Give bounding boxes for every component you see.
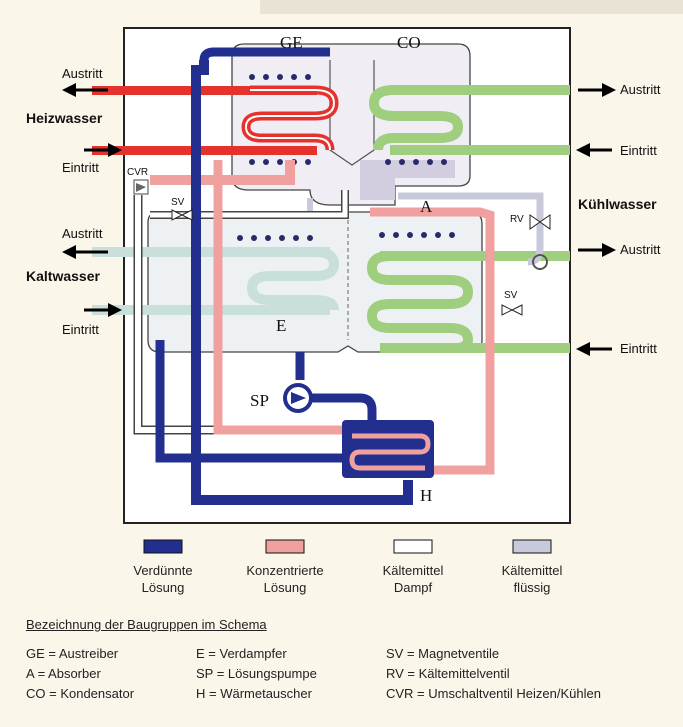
abbr-sv: SV = Magnetventile <box>386 646 500 661</box>
heizwasser-label: Heizwasser <box>26 110 103 126</box>
arrow-kuehl-eintritt-top <box>576 143 612 157</box>
cooling-water-lines <box>366 85 570 353</box>
abbr-co: CO = Kondensator <box>26 686 135 701</box>
sv-valve-right <box>501 304 523 316</box>
concentrated-line-left <box>213 160 360 435</box>
unit-co-label: CO <box>397 33 421 52</box>
legend-vapor-line1: Kältemittel <box>382 563 444 578</box>
diluted-line-top <box>199 47 330 61</box>
vapor-line <box>135 195 250 433</box>
legend-concentrated-line2: Lösung <box>263 580 307 595</box>
heating-water-lines <box>92 85 339 155</box>
unit-e-label: E <box>276 316 287 335</box>
legend-vapor-line2: Dampf <box>393 580 433 595</box>
abbreviation-title: Bezeichnung der Baugruppen im Schema <box>26 617 267 632</box>
cvr-valve <box>133 179 149 195</box>
legend-liquid-line1: Kältemittel <box>501 563 563 578</box>
valve-sv-right-label: SV <box>504 290 518 301</box>
arrow-kuehl-eintritt-bottom <box>576 342 612 356</box>
abbr-sp: SP = Lösungspumpe <box>196 666 317 681</box>
legend-liquid-line2: flüssig <box>513 580 551 595</box>
legend-diluted-line1: Verdünnte <box>133 563 193 578</box>
unit-a-label: A <box>420 197 433 216</box>
unit-h-label: H <box>420 486 433 505</box>
condenser-liquid <box>360 160 455 200</box>
unit-sp-label: SP <box>250 391 269 410</box>
e-spray-nozzles <box>237 235 313 241</box>
legend-concentrated-line1: Konzentrierte <box>246 563 324 578</box>
rv-valve <box>529 214 551 270</box>
diluted-line-evap <box>155 340 345 463</box>
kuehlwasser-label: Kühlwasser <box>578 196 657 212</box>
legend-diluted: Verdünnte Lösung <box>128 562 198 596</box>
ge-co-divider <box>329 60 375 166</box>
legend-vapor: Kältemittel Dampf <box>375 562 451 596</box>
diluted-line-main <box>191 60 413 505</box>
legend-concentrated: Konzentrierte Lösung <box>240 562 330 596</box>
arrow-kuehl-austritt-top <box>578 83 616 97</box>
co-drip-nozzles <box>385 159 447 165</box>
legend-swatch-concentrated <box>265 539 305 554</box>
pump-triangle-icon <box>291 392 306 404</box>
kalt-austritt-label: Austritt <box>62 226 103 241</box>
abbr-h: H = Wärmetauscher <box>196 686 312 701</box>
valve-cvr-label: CVR <box>127 167 149 178</box>
valve-rv-label: RV <box>510 214 524 225</box>
kuehl-austritt-bottom-label: Austritt <box>620 242 661 257</box>
refrigerant-liquid-line <box>398 192 544 266</box>
unit-ge-label: GE <box>280 33 303 52</box>
legend-swatch-liquid <box>512 539 552 554</box>
heat-exchanger-inner-coil <box>349 433 431 471</box>
arrow-heiz-austritt <box>62 83 108 97</box>
heiz-eintritt-label: Eintritt <box>62 160 99 175</box>
abbr-rv: RV = Kältemittelventil <box>386 666 510 681</box>
abbr-cvr: CVR = Umschaltventil Heizen/Kühlen <box>386 686 601 701</box>
kuehl-austritt-top-label: Austritt <box>620 82 661 97</box>
arrow-kalt-austritt <box>62 245 108 259</box>
heiz-austritt-label: Austritt <box>62 66 103 81</box>
legend-liquid: Kältemittel flüssig <box>494 562 570 596</box>
top-shade <box>260 0 683 14</box>
abbr-a: A = Absorber <box>26 666 101 681</box>
kalt-eintritt-label: Eintritt <box>62 322 99 337</box>
arrow-heiz-eintritt <box>84 143 122 157</box>
kuehl-eintritt-top-label: Eintritt <box>620 143 657 158</box>
valve-sv-top-label: SV <box>171 197 185 208</box>
arrow-kalt-eintritt <box>84 303 122 317</box>
kuehl-eintritt-bottom-label: Eintritt <box>620 341 657 356</box>
arrow-kuehl-austritt-bottom <box>578 243 616 257</box>
kaltwasser-label: Kaltwasser <box>26 268 100 284</box>
pump-outlet-line <box>310 393 377 425</box>
abbr-ge: GE = Austreiber <box>26 646 119 661</box>
legend-diluted-line2: Lösung <box>141 580 185 595</box>
cold-water-lines <box>92 247 340 315</box>
abbr-e: E = Verdampfer <box>196 646 287 661</box>
concentrated-line-right <box>360 207 495 475</box>
legend-swatch-diluted <box>143 539 183 554</box>
a-spray-nozzles <box>379 232 455 238</box>
legend-swatch-vapor <box>393 539 433 554</box>
sv-valve-top <box>171 209 193 221</box>
